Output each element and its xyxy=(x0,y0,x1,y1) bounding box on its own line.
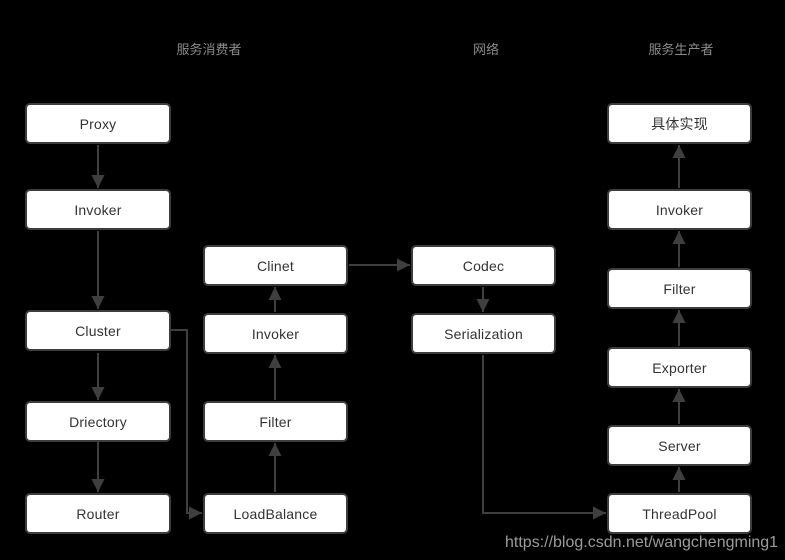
group-header-service-producer: 服务生产者 xyxy=(648,42,714,57)
node-cluster: Cluster xyxy=(25,310,171,351)
node-invoker-provider: Invoker xyxy=(607,189,752,230)
node-directory: Driectory xyxy=(25,401,171,442)
node-proxy: Proxy xyxy=(25,103,171,144)
node-threadpool: ThreadPool xyxy=(607,493,752,534)
node-invoker-middle: Invoker xyxy=(203,313,348,354)
connector-serialization-threadpool xyxy=(482,355,606,520)
node-loadbalance: LoadBalance xyxy=(203,493,348,534)
node-serialization: Serialization xyxy=(411,313,556,354)
group-header-network: 网络 xyxy=(472,42,500,57)
node-implementation: 具体实现 xyxy=(607,103,752,144)
node-exporter: Exporter xyxy=(607,347,752,388)
node-filter-provider: Filter xyxy=(607,268,752,309)
node-server: Server xyxy=(607,425,752,466)
node-client: Clinet xyxy=(203,245,348,286)
group-header-service-consumer: 服务消费者 xyxy=(176,42,242,57)
watermark-url: https://blog.csdn.net/wangchengming1 xyxy=(505,534,779,551)
node-invoker-consumer: Invoker xyxy=(25,189,171,230)
node-filter-middle: Filter xyxy=(203,401,348,442)
connector-cluster-loadbalance xyxy=(171,329,202,520)
node-codec: Codec xyxy=(411,245,556,286)
node-router: Router xyxy=(25,493,171,534)
